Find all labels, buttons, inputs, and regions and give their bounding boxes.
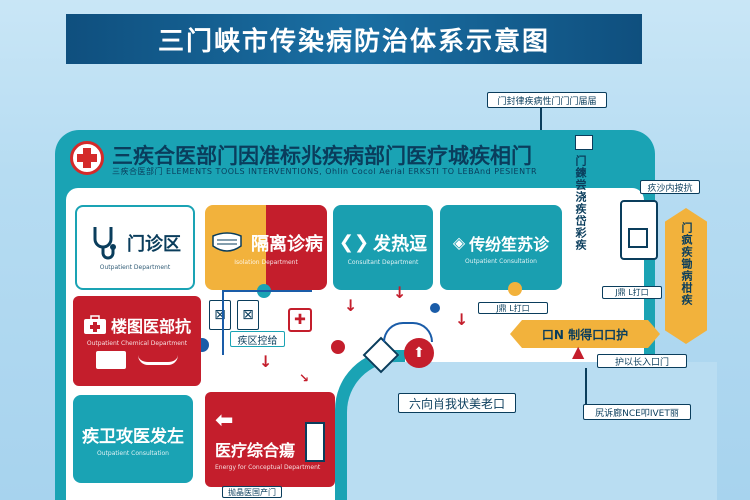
connector-line [540, 108, 542, 138]
outpatient-label: 门诊区 [127, 233, 181, 255]
right-bottom-tag: 护以长入口门 [597, 354, 687, 368]
hospital-bed-icon [96, 351, 126, 369]
mid-right-tag: 疚沙内按抗 [640, 180, 700, 194]
inpatient-label: 楼图医部抗 [110, 317, 191, 336]
arrow-down-icon: ↓ [259, 352, 273, 371]
disease-control-label: 疾卫攻医发左 [82, 426, 184, 447]
isolation-box: 隔离诊病 Isolation Department [205, 205, 327, 290]
door-icon [305, 422, 325, 462]
first-aid-icon: ✚ [288, 308, 312, 332]
outpatient-sub: Outpatient Department [99, 263, 171, 271]
fever-label: 发热逗 [373, 233, 428, 255]
back-arrow-icon: ⬅ [215, 408, 234, 433]
general-label: 医疗综合瘍 [215, 441, 296, 460]
arrow-diag-icon: ↘ [299, 371, 310, 385]
arrow-down-icon: ↓ [393, 283, 407, 302]
node-dot [331, 340, 345, 354]
mask-icon [212, 231, 242, 252]
center-tag: 六向肖我状美老口 [398, 393, 516, 413]
zone-label: 疾区控给 [230, 331, 285, 347]
page-title-text: 三门峡市传染病防治体系示意图 [157, 26, 550, 57]
panel-outline [620, 200, 658, 260]
fever-sub: Consultant Department [347, 258, 419, 266]
medical-kit-icon [83, 315, 106, 334]
grid-box-icon: ⊠ [237, 300, 259, 330]
small-box [575, 135, 593, 150]
inpatient-sub: Outpatient Chemical Department [86, 340, 188, 347]
disease-control-sub: Outpatient Consultation [97, 449, 169, 457]
red-cross-icon [70, 141, 104, 175]
inpatient-box: 楼图医部抗 Outpatient Chemical Department [73, 296, 201, 386]
node-dot [430, 303, 440, 313]
infect-label: 传纷笙苏诊 [469, 234, 550, 254]
connector-line [222, 290, 224, 355]
general-sub: Energy for Conceptual Department [215, 464, 321, 471]
wave-icon [138, 355, 178, 365]
dept-subtitle: 三疾合医部门 ELEMENTS TOOLS INTERVENTIONS, Ohl… [112, 167, 538, 176]
outpatient-box: 门诊区 Outpatient Department [75, 205, 195, 290]
isolation-sub: Isolation Department [234, 258, 298, 266]
arrow-down-icon: ↓ [455, 310, 469, 329]
diamond-arrows-icon: ◈ [452, 233, 466, 252]
dept-title: 三疾合医部门因准标兆疾病部门医疗城疾相门 [112, 144, 532, 168]
exit-arrow-banner: 口N 制得口口护 [510, 320, 660, 348]
infect-sub: Outpatient Consultation [465, 257, 537, 265]
arrow-tag: J鼎 L打口 [602, 286, 662, 299]
grid-box-icon: ⊠ [209, 300, 231, 330]
bottom-tag: 抛晶医国产门 [222, 486, 282, 498]
fever-arrows-icon: ❮❯ [338, 232, 370, 253]
document-icon [628, 228, 648, 248]
arrow-down-icon: ↓ [344, 296, 358, 315]
connector-line [222, 290, 312, 292]
right-vertical-label: 门疯疾锄病柑疾 [680, 222, 693, 306]
stethoscope-icon [93, 226, 116, 259]
left-vertical-label: 门鍊尝浇疾岱彩疾 [574, 155, 587, 251]
connector-line [585, 368, 587, 413]
vertical-banner [665, 208, 707, 344]
right-bottom-tag-2: 尻诉廊NCE叩IVET丽 [583, 404, 691, 420]
infect-box: ◈ 传纷笙苏诊 Outpatient Consultation [440, 205, 562, 290]
arrow-up-icon: ▲ [572, 342, 585, 361]
small-tag: J鼎 L打口 [478, 302, 548, 314]
fever-box: ❮❯ 发热逗 Consultant Department [333, 205, 433, 290]
inner-curve [347, 362, 717, 500]
page-title: 三门峡市传染病防治体系示意图 [66, 14, 642, 64]
direction-icon: ⬆ [404, 338, 434, 368]
isolation-label: 隔离诊病 [251, 233, 323, 255]
top-right-tag: 门封律疾病性门门门届届 [487, 92, 607, 108]
node-dot [508, 282, 522, 296]
general-box: ⬅ 医疗综合瘍 Energy for Conceptual Department [205, 392, 335, 487]
disease-control-box: 疾卫攻医发左 Outpatient Consultation [73, 395, 193, 483]
